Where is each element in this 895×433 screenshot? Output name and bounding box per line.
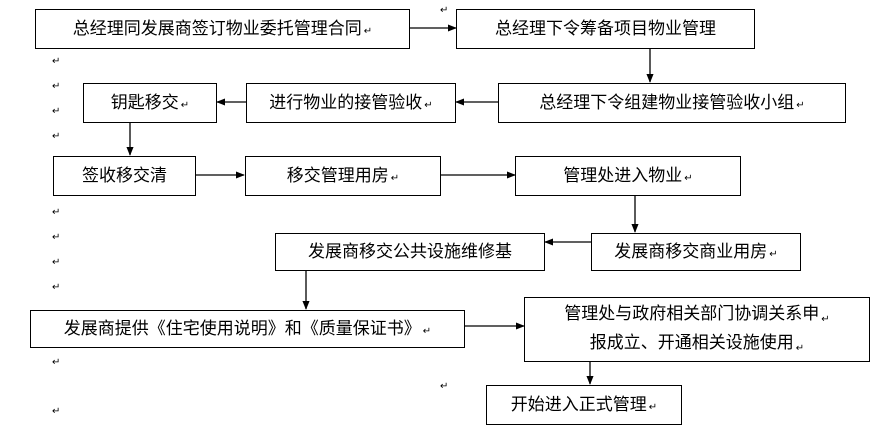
step-provide-manuals: 发展商提供《住宅使用说明》和《质量保证书》↵	[30, 310, 465, 348]
step-commercial-rooms-label: 发展商移交商业用房	[614, 242, 768, 262]
step-formal-management-label: 开始进入正式管理	[510, 395, 647, 415]
paragraph-mark: ↵	[52, 106, 61, 117]
step-sign-handover-label: 签收移交清	[82, 166, 167, 186]
step-handover-rooms: 移交管理用房↵	[245, 156, 441, 196]
paragraph-mark: ↵	[52, 232, 61, 243]
step-sign-contract: 总经理同发展商签订物业委托管理合同↵	[35, 9, 410, 49]
step-takeover-inspection-label: 进行物业的接管验收	[269, 93, 423, 113]
step-prepare-project-label: 总经理下令筹备项目物业管理	[495, 19, 716, 39]
step-enter-property: 管理处进入物业↵	[515, 156, 741, 196]
paragraph-mark: ↵	[52, 406, 61, 417]
paragraph-mark: ↵	[648, 402, 658, 413]
step-prepare-project: 总经理下令筹备项目物业管理	[456, 9, 755, 49]
paragraph-mark: ↵	[684, 173, 693, 184]
step-key-handover-label: 钥匙移交	[110, 93, 179, 113]
step-formal-management: 开始进入正式管理↵	[486, 385, 682, 425]
paragraph-mark: ↵	[390, 173, 400, 184]
step-form-team-label: 总经理下令组建物业接管验收小组	[539, 93, 795, 113]
step-takeover-inspection: 进行物业的接管验收↵	[246, 83, 456, 123]
step-sign-handover: 签收移交清	[53, 156, 196, 196]
step-handover-rooms-label: 移交管理用房	[286, 166, 389, 186]
step-key-handover: 钥匙移交↵	[83, 83, 217, 123]
paragraph-mark: ↵	[52, 131, 61, 142]
step-maintenance-fund: 发展商移交公共设施维修基	[275, 233, 545, 271]
paragraph-mark: ↵	[52, 56, 61, 67]
step-coordinate-line2: 报成立、开通相关设施使用	[589, 332, 794, 353]
step-provide-manuals-label: 发展商提供《住宅使用说明》和《质量保证书》	[63, 319, 421, 339]
step-sign-contract-label: 总经理同发展商签订物业委托管理合同	[72, 19, 362, 39]
step-commercial-rooms: 发展商移交商业用房↵	[591, 233, 801, 271]
paragraph-mark: ↵	[424, 100, 433, 111]
paragraph-mark: ↵	[440, 381, 449, 392]
paragraph-mark: ↵	[180, 100, 190, 111]
paragraph-mark: ↵	[52, 81, 61, 92]
paragraph-mark: ↵	[52, 282, 61, 293]
step-coordinate-government: 管理处与政府相关部门协调关系申↵ 报成立、开通相关设施使用↵	[524, 297, 870, 362]
paragraph-mark: ↵	[52, 357, 61, 368]
step-maintenance-fund-label: 发展商移交公共设施维修基	[308, 242, 512, 262]
step-enter-property-label: 管理处进入物业	[563, 166, 683, 186]
paragraph-mark: ↵	[52, 207, 61, 218]
paragraph-mark: ↵	[440, 5, 449, 16]
step-form-team: 总经理下令组建物业接管验收小组↵	[498, 83, 846, 123]
paragraph-mark: ↵	[821, 313, 830, 325]
paragraph-mark: ↵	[363, 26, 373, 37]
paragraph-mark: ↵	[795, 342, 805, 354]
paragraph-mark: ↵	[52, 257, 61, 268]
paragraph-mark: ↵	[422, 326, 432, 337]
paragraph-mark: ↵	[796, 100, 805, 111]
paragraph-mark: ↵	[769, 249, 778, 260]
step-coordinate-line1: 管理处与政府相关部门协调关系申	[564, 303, 820, 324]
